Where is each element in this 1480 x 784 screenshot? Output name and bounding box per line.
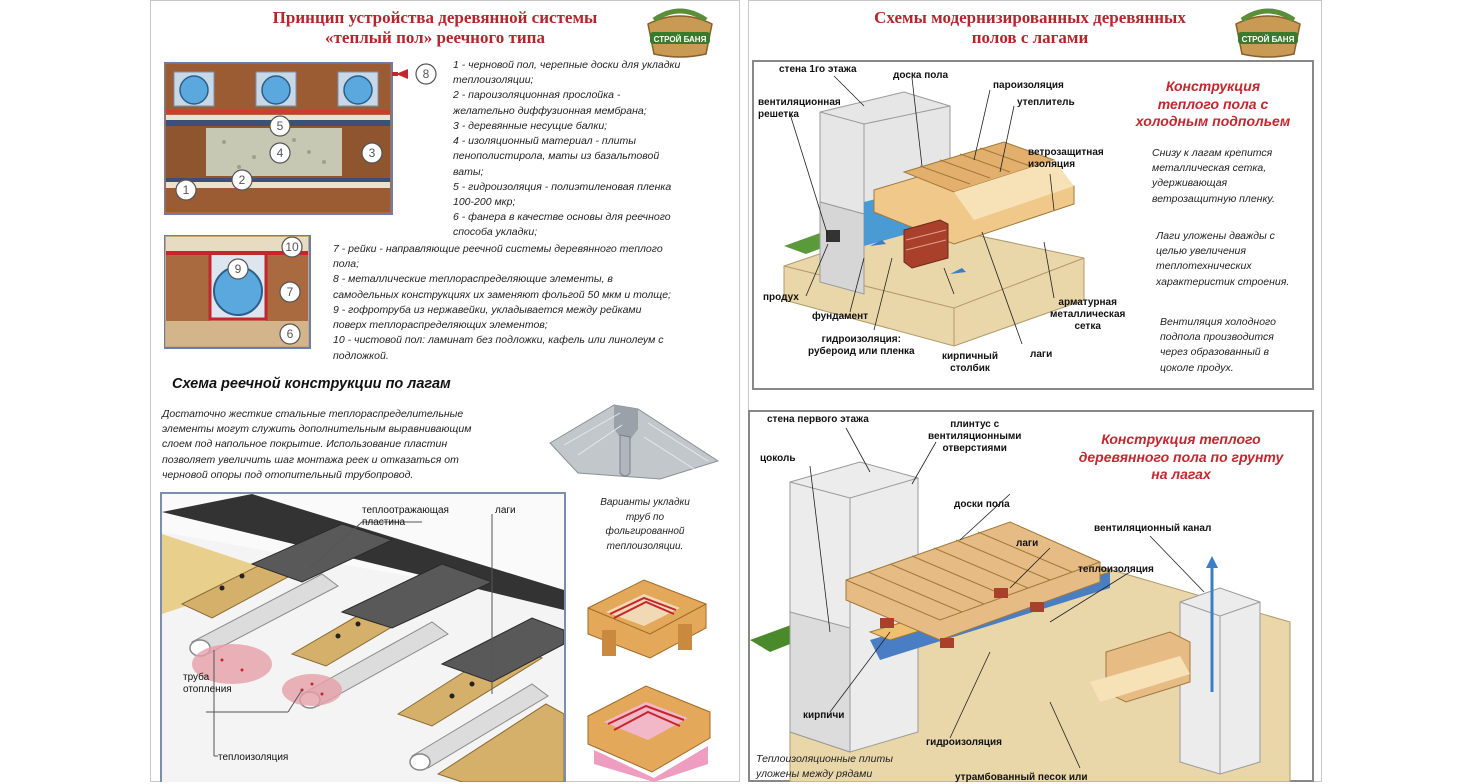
label-floor-board: доска пола [893, 70, 949, 81]
note-subfloor-ventilation: Вентиляция холодного подпола производитс… [1160, 316, 1276, 374]
label-foundation: фундамент [812, 311, 869, 322]
d2-number-6: 6 [287, 327, 294, 341]
label-wind-barrier: ветрозащитная изоляция [1028, 147, 1104, 170]
label-joists-bottom: лаги [1016, 538, 1039, 549]
cold-subfloor-heading: Конструкция теплого пола с холодным подп… [1135, 78, 1291, 129]
label-insulation-left: теплоизоляция [218, 752, 289, 763]
diagram-cold-subfloor [783, 75, 1085, 347]
label-vent-channel: вентиляционный канал [1094, 523, 1212, 534]
section-paragraph: Достаточно жесткие стальные теплораспред… [162, 408, 472, 481]
label-insulation-bottom: теплоизоляция [1078, 564, 1154, 575]
label-heat-plate: теплоотражающая пластина [362, 505, 449, 528]
label-insulation-top: утеплитель [1017, 97, 1075, 108]
diagram-rack-joists [162, 494, 564, 782]
legend-items-1-6: 1 - черновой пол, черепные доски для укл… [453, 59, 681, 239]
d2-number-10: 10 [285, 240, 299, 254]
label-waterproofing-top: гидроизоляция: рубероид или пленка [808, 334, 915, 357]
right-title-line1: Схемы модернизированных деревянных [874, 8, 1186, 27]
ground-floor-heading: Конструкция теплого деревянного пола по … [1078, 431, 1284, 482]
label-vent-grate: вентиляционная решетка [758, 97, 841, 120]
d1-number-2: 2 [239, 173, 246, 187]
label-joists-left: лаги [495, 505, 516, 516]
label-brick-column: кирпичный столбик [942, 351, 998, 374]
logo-text-right: СТРОЙ БАНЯ [1242, 35, 1295, 44]
pipe-variant-2-image [587, 685, 711, 782]
d1-number-3: 3 [369, 146, 376, 160]
logo-text: СТРОЙ БАНЯ [654, 35, 707, 44]
label-air-vent: продух [763, 292, 799, 303]
label-vapor-barrier: пароизоляция [993, 80, 1064, 91]
metal-plate-image [549, 404, 720, 480]
label-heating-pipe: труба отопления [183, 672, 232, 695]
d1-number-5: 5 [277, 119, 284, 133]
label-first-floor-wall-2: стена первого этажа [767, 414, 869, 425]
d1-number-4: 4 [277, 146, 284, 160]
legend-items-7-10: 7 - рейки - направляющие реечной системы… [333, 243, 671, 362]
label-plinth-vents: плинтус с вентиляционными отверстиями [928, 419, 1022, 454]
variants-caption: Варианты укладки труб по фольгированной … [600, 497, 690, 552]
section-subheading: Схема реечной конструкции по лагам [172, 376, 451, 392]
label-bricks: кирпичи [803, 710, 845, 721]
left-title: Принцип устройства деревянной системы «т… [190, 8, 680, 47]
diagram-ground-floor [750, 427, 1291, 782]
label-first-floor-wall: стена 1го этажа [779, 64, 857, 75]
left-title-line2: «теплый пол» реечного типа [325, 27, 545, 47]
note-mesh: Снизу к лагам крепится металлическая сет… [1152, 147, 1275, 205]
label-waterproofing-bottom: гидроизоляция [926, 737, 1002, 748]
label-joists-top: лаги [1030, 349, 1053, 360]
d1-number-1: 1 [183, 183, 190, 197]
label-socle: цоколь [760, 453, 796, 464]
label-rebar-mesh: арматурная металлическая сетка [1050, 297, 1126, 332]
right-title-line2: полов с лагами [971, 27, 1089, 47]
stroy-banya-logo-right: СТРОЙ БАНЯ [1235, 8, 1301, 58]
stroy-banya-logo: СТРОЙ БАНЯ [647, 8, 713, 58]
d2-number-9: 9 [235, 262, 242, 276]
pipe-variant-1-image [587, 579, 707, 659]
label-floor-boards: доски пола [954, 499, 1010, 510]
label-compacted-sand: утрамбованный песок или [955, 772, 1088, 783]
d2-number-7: 7 [287, 285, 294, 299]
diagram-floor-section: 8 5 4 3 2 1 [164, 62, 437, 215]
right-title: Схемы модернизированных деревянных полов… [790, 8, 1270, 47]
diagram-pipe-detail: 10 9 7 6 [164, 235, 311, 349]
d1-number-8: 8 [423, 67, 430, 81]
note-insulation-plates: Теплоизоляционные плиты уложены между ря… [756, 753, 893, 781]
note-double-joists: Лаги уложены дважды с целью увеличения т… [1156, 230, 1290, 288]
left-title-line1: Принцип устройства деревянной системы [272, 8, 598, 27]
